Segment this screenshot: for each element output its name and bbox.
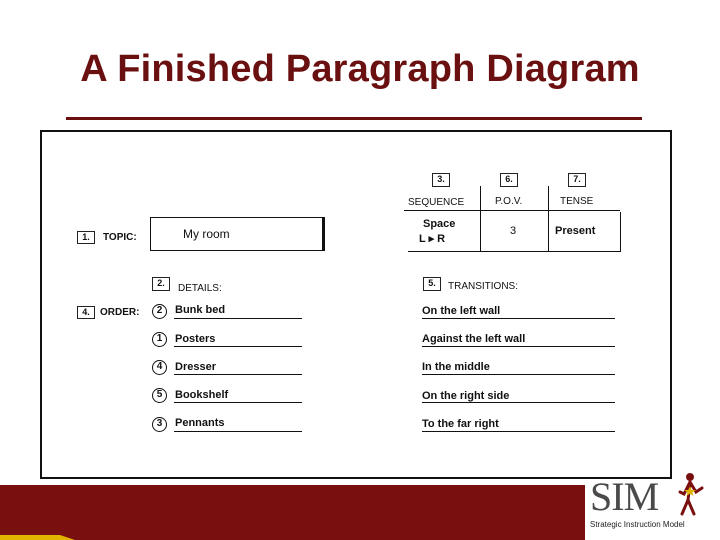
transition-line <box>422 431 615 432</box>
page-title: A Finished Paragraph Diagram <box>80 48 640 90</box>
transition-item: On the right side <box>422 390 510 402</box>
detail-item: Dresser <box>175 361 216 373</box>
sim-logo: SIM <box>590 474 659 519</box>
order-circle: 2 <box>152 304 167 319</box>
table-vline-1 <box>480 186 481 252</box>
detail-line <box>174 431 302 432</box>
transition-line <box>422 346 615 347</box>
transition-item: On the left wall <box>422 305 501 317</box>
detail-line <box>174 402 302 403</box>
title-underline <box>66 117 642 120</box>
sequence-number: 3. <box>432 173 450 187</box>
pov-value: 3 <box>510 225 517 237</box>
tense-value: Present <box>555 225 596 237</box>
transition-line <box>422 318 615 319</box>
detail-item: Bunk bed <box>175 304 226 316</box>
header-line <box>404 210 620 211</box>
detail-item: Pennants <box>175 417 225 429</box>
detail-line <box>174 374 302 375</box>
topic-box: My room <box>150 217 325 251</box>
footer-band <box>0 485 720 540</box>
detail-line <box>174 318 302 319</box>
detail-item: Bookshelf <box>175 389 229 401</box>
sequence-header: SEQUENCE <box>408 197 465 208</box>
pov-header: P.O.V. <box>495 196 523 207</box>
transition-item: In the middle <box>422 361 490 373</box>
pov-number: 6. <box>500 173 518 187</box>
table-bottom-line <box>408 251 621 252</box>
sequence-value-line1: Space <box>423 218 456 230</box>
topic-number: 1. <box>77 231 95 244</box>
order-label: ORDER: <box>100 307 140 318</box>
topic-label: TOPIC: <box>103 232 137 243</box>
order-circle: 4 <box>152 360 167 375</box>
transition-line <box>422 402 615 403</box>
topic-value: My room <box>183 227 230 241</box>
order-circle: 3 <box>152 417 167 432</box>
table-vline-2 <box>548 186 549 252</box>
person-icon <box>678 473 704 516</box>
transitions-label: TRANSITIONS: <box>448 281 519 292</box>
details-label: DETAILS: <box>178 283 222 294</box>
transitions-number: 5. <box>423 277 441 291</box>
detail-item: Posters <box>175 333 216 345</box>
logo-tagline: Strategic Instruction Model <box>590 520 685 529</box>
tense-number: 7. <box>568 173 586 187</box>
tense-header: TENSE <box>560 196 594 207</box>
order-circle: 1 <box>152 332 167 347</box>
transition-item: Against the left wall <box>422 333 526 345</box>
details-number: 2. <box>152 277 170 291</box>
transition-line <box>422 374 615 375</box>
sequence-value-line2: L ▸ R <box>419 233 446 245</box>
diagram-frame: 1. TOPIC: My room 3. 6. 7. SEQUENCE P.O.… <box>40 130 672 479</box>
order-number: 4. <box>77 306 95 319</box>
transition-item: To the far right <box>422 418 499 430</box>
detail-line <box>174 346 302 347</box>
table-vline-3 <box>620 212 621 252</box>
order-circle: 5 <box>152 388 167 403</box>
